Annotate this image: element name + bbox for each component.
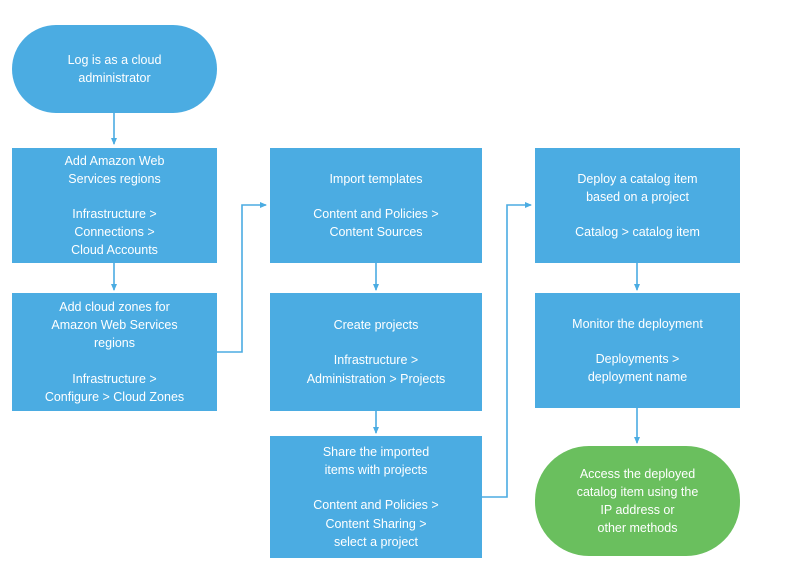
node-create-projects: Create projects Infrastructure > Adminis… xyxy=(270,293,482,411)
node-login-start: Log is as a cloud administrator xyxy=(12,25,217,113)
node-login-title: Log is as a cloud administrator xyxy=(67,52,162,85)
node-add-cloud-zones-path: Infrastructure > Configure > Cloud Zones xyxy=(44,371,185,404)
node-access-deployed-item-title: Access the deployed catalog item using t… xyxy=(576,466,699,536)
node-monitor-deployment-path: Deployments > deployment name xyxy=(587,351,688,385)
node-import-templates: Import templates Content and Policies > … xyxy=(270,148,482,263)
node-import-templates-title: Import templates xyxy=(329,171,423,186)
arrow-share-items-to-deploy-catalog-item xyxy=(482,202,532,498)
node-create-projects-title: Create projects xyxy=(333,318,419,333)
node-share-imported-items-path: Content and Policies > Content Sharing >… xyxy=(313,498,439,549)
node-deploy-catalog-item: Deploy a catalog item based on a project… xyxy=(535,148,740,263)
node-monitor-deployment: Monitor the deployment Deployments > dep… xyxy=(535,293,740,408)
node-import-templates-path: Content and Policies > Content Sources xyxy=(313,206,439,240)
arrow-cloud-zones-to-import-templates xyxy=(217,202,267,353)
node-add-aws-regions-title: Add Amazon Web Services regions xyxy=(64,153,165,186)
node-add-cloud-zones-title: Add cloud zones for Amazon Web Services … xyxy=(51,300,178,351)
node-deploy-catalog-item-path: Catalog > catalog item xyxy=(575,225,700,240)
node-share-imported-items: Share the imported items with projects C… xyxy=(270,436,482,558)
node-monitor-deployment-title: Monitor the deployment xyxy=(572,316,703,331)
node-add-cloud-zones: Add cloud zones for Amazon Web Services … xyxy=(12,293,217,411)
node-create-projects-path: Infrastructure > Administration > Projec… xyxy=(306,353,446,386)
node-share-imported-items-title: Share the imported items with projects xyxy=(322,445,430,478)
node-add-aws-regions-path: Infrastructure > Connections > Cloud Acc… xyxy=(71,206,158,258)
node-deploy-catalog-item-title: Deploy a catalog item based on a project xyxy=(577,171,698,204)
node-add-aws-regions: Add Amazon Web Services regions Infrastr… xyxy=(12,148,217,263)
node-access-deployed-item-end: Access the deployed catalog item using t… xyxy=(535,446,740,556)
